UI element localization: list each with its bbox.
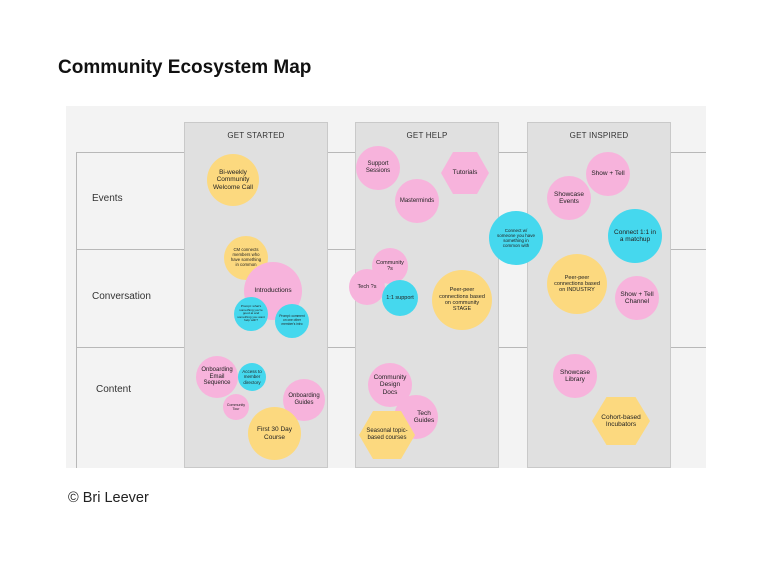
note-connect-matchup: Connect 1:1 in a matchup: [608, 209, 662, 263]
column-title-get-help: GET HELP: [406, 131, 448, 140]
note-tutorials: Tutorials: [441, 152, 489, 194]
note-prompt-comment: Prompt: comment on one other member's in…: [275, 304, 309, 338]
note-showcase-library: Showcase Library: [553, 354, 597, 398]
row-label-conversation: Conversation: [92, 291, 151, 302]
note-one-one-support: 1:1 support: [382, 280, 418, 316]
note-seasonal-courses: Seasonal topic-based courses: [359, 411, 415, 459]
column-title-get-started: GET STARTED: [227, 131, 285, 140]
note-first-30-day: First 30 Day Course: [248, 407, 301, 460]
row-label-content: Content: [96, 384, 132, 395]
note-onboarding-email: Onboarding Email Sequence: [196, 356, 238, 398]
note-peer-stage: Peer-peer connections based on community…: [432, 270, 492, 330]
note-welcome-call: Bi-weekly Community Welcome Call: [207, 154, 259, 206]
note-tech-qs: Tech ?s: [349, 269, 385, 305]
column-title-get-inspired: GET INSPIRED: [569, 131, 629, 140]
note-community-tour: Community Tour: [223, 394, 249, 420]
note-prompt-share: Prompt: what's something you're good at …: [234, 297, 268, 331]
note-show-tell-channel: Show + Tell Channel: [615, 276, 659, 320]
note-showcase-events: Showcase Events: [547, 176, 591, 220]
note-cohort-incubators: Cohort-based Incubators: [592, 397, 650, 445]
row-label-events: Events: [92, 193, 123, 204]
note-support-sessions: Support Sessions: [356, 146, 400, 190]
note-show-tell: Show + Tell: [586, 152, 630, 196]
copyright-credit: © Bri Leever: [68, 490, 149, 506]
ecosystem-board: GET STARTED GET HELP GET INSPIRED Events…: [66, 106, 706, 468]
note-masterminds: Masterminds: [395, 179, 439, 223]
note-connect-someone: Connect w/ someone you have something in…: [489, 211, 543, 265]
note-peer-industry: Peer-peer connections based on INDUSTRY: [547, 254, 607, 314]
note-access-directory: Access to member directory: [238, 363, 266, 391]
page-title: Community Ecosystem Map: [58, 57, 312, 78]
